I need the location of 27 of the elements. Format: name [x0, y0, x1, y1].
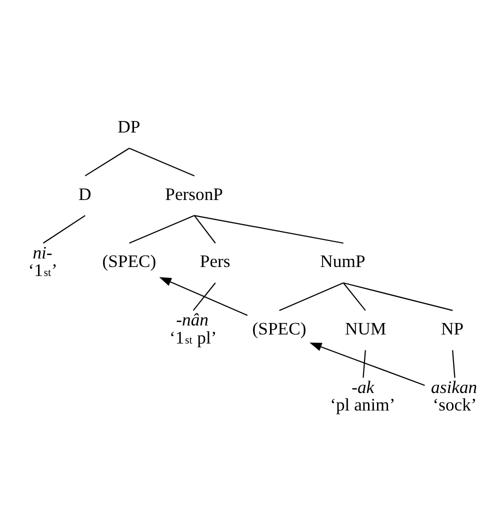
- node-text: D: [78, 183, 91, 204]
- node-text: -ak ‘pl anim’: [330, 376, 395, 414]
- node-text: (SPEC): [102, 250, 156, 271]
- node-text: -nân ‘1st pl’: [169, 309, 216, 347]
- node-text: NumP: [320, 250, 365, 271]
- node-text: asikan ‘sock’: [430, 376, 477, 414]
- connector: [342, 282, 366, 310]
- connector: [342, 282, 452, 310]
- connector: [42, 214, 85, 244]
- connector: [128, 214, 194, 244]
- connector: [194, 214, 343, 244]
- node-text: Pers: [199, 250, 230, 271]
- connector: [278, 282, 344, 310]
- node-text: NUM: [344, 318, 386, 338]
- arrow: [309, 342, 424, 386]
- connector: [362, 350, 366, 378]
- connector: [193, 214, 216, 243]
- connector: [84, 147, 130, 176]
- node-text: DP: [117, 116, 140, 136]
- node-text: (SPEC): [252, 318, 306, 338]
- connector: [452, 350, 455, 378]
- connector: [128, 147, 194, 176]
- node-text: NP: [440, 318, 464, 338]
- arrow: [158, 276, 248, 316]
- connector: [192, 282, 216, 310]
- node-text: PersonP: [164, 183, 222, 204]
- node-text: ni- ‘1st’: [28, 242, 57, 280]
